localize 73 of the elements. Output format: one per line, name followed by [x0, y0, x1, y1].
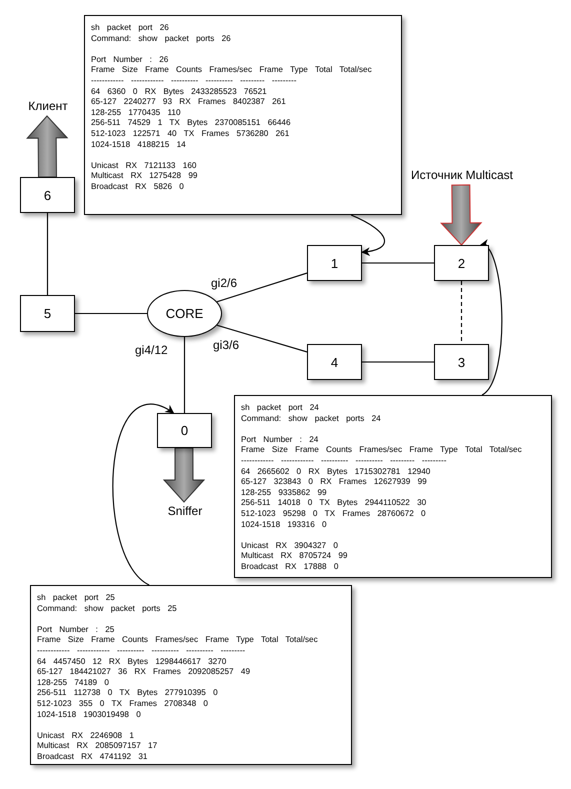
output-line: 128-255 74189 0 — [37, 678, 110, 688]
output-line: 512-1023 355 0 TX Frames 2708348 0 — [37, 698, 209, 710]
output-line: ------------ ------------ ---------- ---------- ---------- --------- — [37, 646, 246, 657]
connector-line — [46, 213, 48, 295]
node-label: Sniffer — [160, 502, 210, 520]
output-line: Frame Size Frame Counts Frames/sec Frame Type Total Total/sec — [241, 445, 523, 456]
output-line: Multicast RX 8705724 99 — [241, 551, 348, 562]
connector-line — [75, 312, 147, 314]
connector-line — [362, 262, 434, 264]
output-line: 256-511 74529 1 TX Bytes 2370085151 66446 — [91, 118, 292, 129]
output-line: 64 2665602 0 RX Bytes 1715302781 12940 — [241, 466, 432, 478]
output-line: Command: show packet ports 25 — [37, 604, 178, 614]
output-line: Unicast RX 3904327 0 — [241, 540, 339, 552]
output-line: ------------ ------------ ---------- ---------- --------- --------- — [91, 76, 298, 87]
node-box: 6 — [20, 177, 75, 213]
node-box: 3 — [434, 344, 489, 380]
output-line: 64 6360 0 RX Bytes 2433285523 76521 — [91, 86, 268, 98]
output-line: 65-127 2240277 93 RX Frames 8402387 261 — [91, 97, 287, 108]
edge-label: gi2/6 — [210, 276, 238, 290]
output-line: Command: show packet ports 26 — [91, 34, 232, 44]
output-line: 65-127 184421027 36 RX Frames 2092085257 49 — [37, 667, 251, 678]
node-box: 2 — [434, 245, 489, 281]
connector-line — [362, 361, 434, 363]
output-line: 1024-1518 1903019498 0 — [37, 710, 142, 720]
output-line: Broadcast RX 17888 0 — [241, 562, 340, 572]
output-line: 128-255 9335862 99 — [241, 488, 328, 498]
output-line: Unicast RX 2246908 1 — [37, 730, 135, 742]
core-ellipse: CORE — [147, 290, 222, 337]
output-line: Multicast RX 1275428 99 — [91, 171, 198, 182]
output-line: Port Number : 25 — [37, 624, 116, 636]
node-label: Источник Multicast — [402, 165, 522, 185]
terminal-output-panel — [30, 585, 352, 765]
output-line: 512-1023 122571 40 TX Frames 5736280 261 — [91, 128, 290, 140]
block-arrow — [26, 115, 68, 178]
output-line: Port Number : 26 — [91, 54, 170, 66]
output-line: ------------ ------------ ---------- ---------- --------- --------- — [241, 456, 448, 467]
node-label: Клиент — [22, 96, 74, 116]
node-box: 5 — [20, 295, 75, 332]
output-line: Frame Size Frame Counts Frames/sec Frame Type Total Total/sec — [37, 635, 319, 646]
terminal-output-panel — [234, 395, 552, 578]
output-line: 256-511 14018 0 TX Bytes 2944110522 30 — [241, 498, 428, 509]
block-arrow — [440, 184, 482, 246]
edge-label: gi4/12 — [134, 343, 169, 357]
output-line: 256-511 112738 0 TX Bytes 277910395 0 — [37, 688, 219, 699]
connector-line — [216, 272, 308, 302]
block-arrow — [162, 448, 206, 503]
output-line: 1024-1518 193316 0 — [241, 520, 328, 530]
output-line: sh packet port 24 — [241, 403, 320, 414]
curved-arrow — [112, 404, 174, 586]
output-line: Frame Size Frame Counts Frames/sec Frame Type Total Total/sec — [91, 65, 373, 76]
output-line: Broadcast RX 5826 0 — [91, 182, 185, 192]
curved-arrow — [350, 214, 385, 256]
connector-line — [216, 324, 308, 352]
output-line: 512-1023 95298 0 TX Frames 28760672 0 — [241, 508, 427, 520]
edge-label: gi3/6 — [212, 338, 240, 352]
output-line: Command: show packet ports 24 — [241, 414, 382, 424]
output-line: Broadcast RX 4741192 31 — [37, 752, 148, 762]
output-line: sh packet port 26 — [91, 23, 170, 34]
output-line: Unicast RX 7121133 160 — [91, 160, 198, 172]
output-line: Multicast RX 2085097157 17 — [37, 741, 158, 752]
connector-line — [460, 281, 462, 344]
output-line: 1024-1518 4188215 14 — [91, 140, 187, 150]
curved-arrow — [480, 242, 502, 396]
terminal-output-panel — [84, 15, 402, 215]
connector-line — [184, 337, 186, 413]
output-line: 65-127 323843 0 RX Frames 12627939 99 — [241, 477, 428, 488]
output-line: 128-255 1770435 110 — [91, 108, 182, 118]
node-box: 1 — [307, 245, 362, 281]
node-box: 4 — [307, 344, 362, 380]
node-box: 0 — [157, 413, 212, 448]
output-line: Port Number : 24 — [241, 434, 320, 446]
output-line: sh packet port 25 — [37, 593, 116, 604]
output-line: 64 4457450 12 RX Bytes 1298446617 3270 — [37, 656, 228, 668]
